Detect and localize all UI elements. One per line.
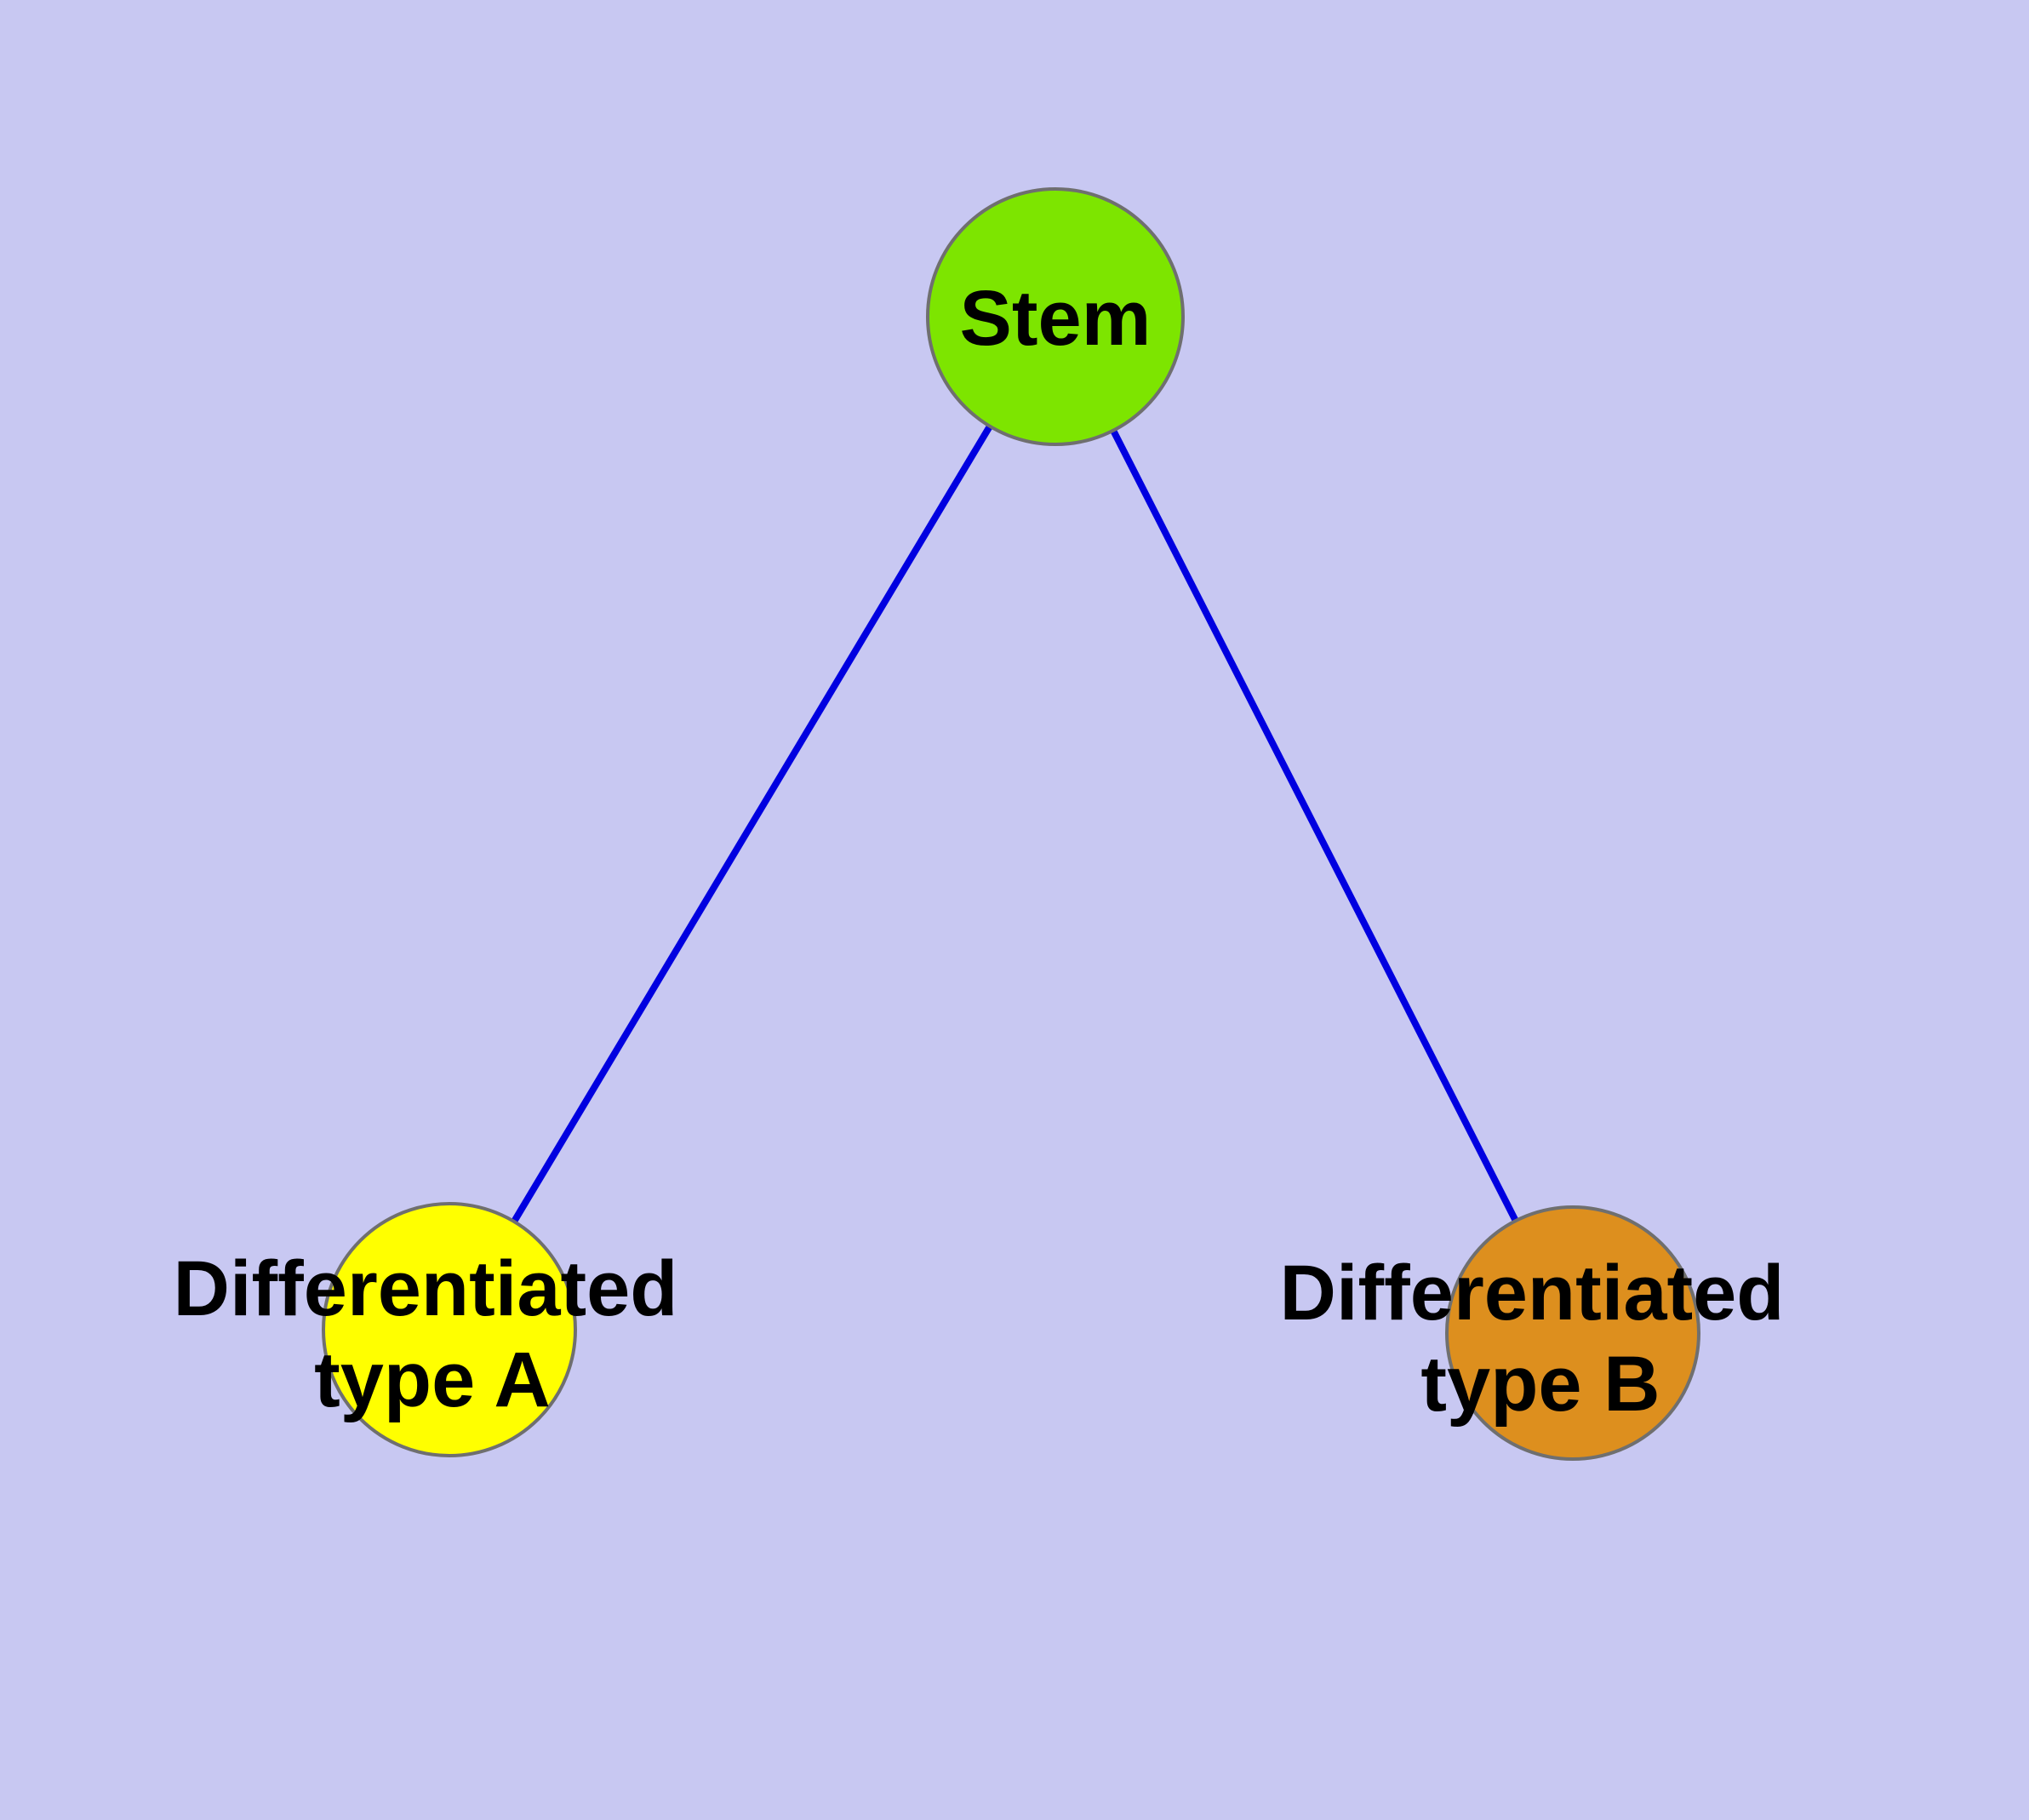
node-type-a-label-line1: Differentiated xyxy=(174,1245,678,1332)
node-type-a-label-line2: type A xyxy=(314,1336,551,1423)
node-differentiated-type-b xyxy=(1445,1205,1700,1461)
node-stem-label: Stem xyxy=(960,275,1152,362)
edge-stem-to-type-b xyxy=(1052,315,1576,1335)
node-stem xyxy=(926,187,1185,446)
node-type-b-label-line1: Differentiated xyxy=(1280,1250,1785,1336)
node-differentiated-type-a xyxy=(322,1202,577,1457)
edge-stem-to-type-a xyxy=(446,314,1059,1332)
node-type-b-label-line2: type B xyxy=(1420,1341,1660,1428)
